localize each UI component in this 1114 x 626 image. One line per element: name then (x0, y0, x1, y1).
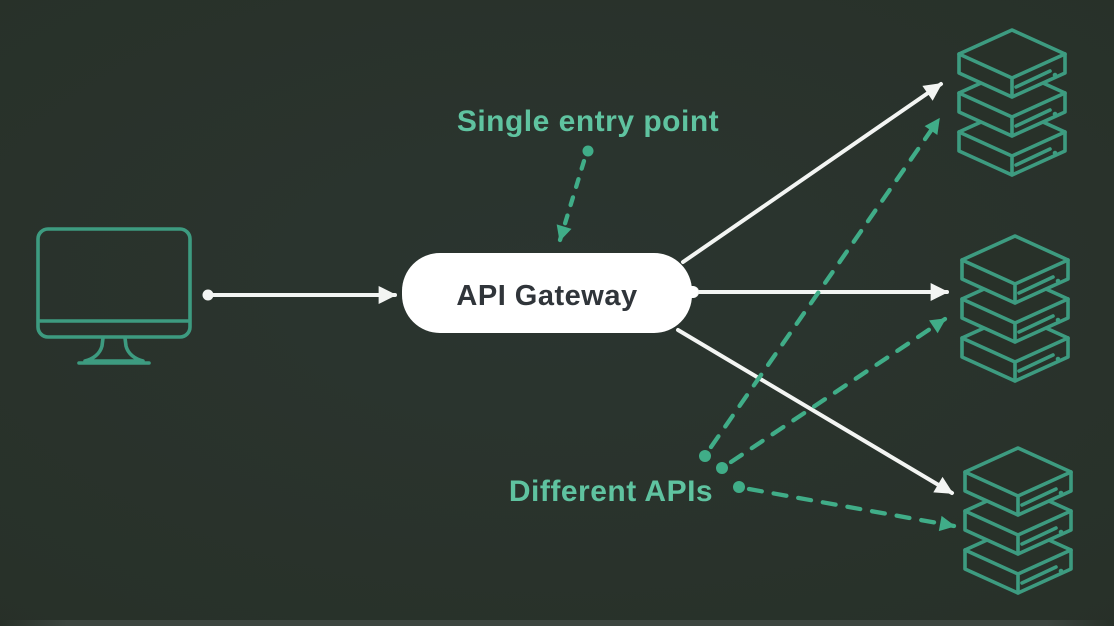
monitor-stand (83, 336, 145, 363)
arrow-gateway-to-server-bottom (676, 328, 954, 495)
annotation-dot (699, 450, 711, 462)
annotation-dot (733, 481, 745, 493)
bottom-edge-highlight (0, 620, 1114, 626)
annotation-dot (716, 462, 728, 474)
single-entry-point-label: Single entry point (457, 105, 719, 138)
dashed-annotation-arrows (556, 116, 957, 532)
monitor-screen (36, 227, 192, 339)
server-stack-icon-bottom (963, 446, 1073, 595)
different-apis-label: Different APIs (509, 475, 713, 508)
different-apis-arrow-to-server-bottom (733, 481, 957, 532)
arrow-gateway-to-server-top (681, 82, 943, 264)
solid-arrows (202, 82, 954, 495)
annotation-dot (582, 145, 594, 157)
gateway-label: API Gateway (456, 280, 637, 312)
api-gateway-node: API Gateway (402, 253, 698, 333)
gateway-pill (402, 253, 692, 333)
arrow-start-dot (202, 289, 214, 301)
server-stack-icon-top (957, 28, 1067, 177)
desktop-monitor-icon (36, 227, 192, 365)
arrow-client-to-gateway (202, 285, 397, 305)
single-entry-point-arrow (556, 145, 594, 243)
server-stack-icon-middle (960, 234, 1070, 383)
different-apis-arrow-to-server-middle (716, 316, 948, 474)
different-apis-arrow-to-server-top (699, 116, 942, 462)
